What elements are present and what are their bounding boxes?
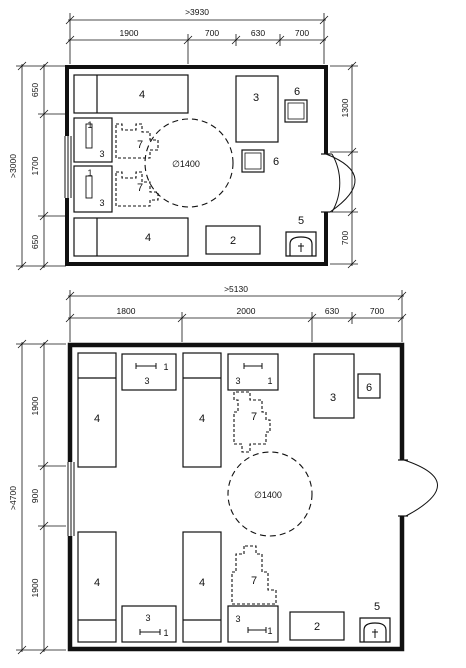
plan1-washbasin — [285, 231, 317, 257]
plan1-height-1: 650 — [30, 83, 40, 97]
plan2-label-nightstand-bl-3: 3 — [145, 613, 150, 623]
plan2-width-1: 1800 — [117, 306, 136, 316]
plan2-label-bed-tl: 4 — [94, 413, 100, 425]
plan1-overall-height: >3000 — [8, 154, 18, 178]
plan1-label-space-b: 7 — [137, 182, 143, 194]
plan2-height-dimensions — [16, 339, 66, 655]
plan1-door-dim-1: 1300 — [340, 98, 350, 117]
plan2-label-nightstand-tl-1: 1 — [163, 362, 168, 372]
plan2-circle-label: ∅1400 — [254, 490, 282, 500]
plan1-space-a — [115, 123, 159, 159]
plan1-bed-bottom — [73, 217, 189, 257]
plan1-circle-label: ∅1400 — [172, 159, 200, 169]
plan2-label-nightstand-bm-1: 1 — [267, 626, 272, 636]
plan1-chair-right — [284, 99, 308, 123]
plan2-label-chair-right: 6 — [366, 382, 372, 394]
plan2-chair-right — [357, 373, 381, 399]
plan2-entry-door — [400, 459, 438, 517]
plan2-bed-tm — [182, 352, 222, 468]
plan1-overall-width: >3930 — [185, 7, 209, 17]
plan2-nightstand-tl — [121, 353, 177, 391]
plan1-turning-circle — [144, 118, 234, 208]
plan2-label-space-bottom: 7 — [251, 575, 257, 587]
plan1-label-space-a: 7 — [137, 139, 143, 151]
plan1-label-nightstand-a-1: 1 — [87, 120, 92, 130]
plan1-entry-door — [324, 153, 356, 213]
plan1-label-table: 3 — [253, 92, 259, 104]
plan1-width-dimensions — [65, 13, 329, 64]
plan2-height-3: 1900 — [30, 578, 40, 597]
plan2-label-nightstand-bm-3: 3 — [235, 614, 240, 624]
plan2-height-2: 900 — [30, 489, 40, 503]
plan2-label-nightstand-tm-3: 3 — [235, 376, 240, 386]
plan2-washbasin — [359, 617, 391, 643]
plan1-label-bed-bottom: 4 — [145, 232, 151, 244]
plan1-chair-lower — [241, 149, 265, 173]
plan2-space-top — [233, 391, 271, 453]
plan1-label-nightstand-b-3: 3 — [99, 198, 104, 208]
plan2-bed-bl — [77, 531, 117, 643]
plan1-door-dim-2: 700 — [340, 231, 350, 245]
plan2-wardrobe — [289, 611, 345, 641]
plan2-label-nightstand-tm-1: 1 — [267, 376, 272, 386]
plan1-bed-top — [73, 74, 189, 114]
plan2-turning-circle — [227, 451, 313, 537]
plan2-label-nightstand-bl-1: 1 — [163, 628, 168, 638]
plan1-label-nightstand-a-3: 3 — [99, 149, 104, 159]
plan1-table — [235, 75, 279, 143]
plan2-table — [313, 353, 355, 419]
plan1-label-wardrobe: 2 — [230, 235, 236, 247]
plan2-nightstand-tm — [227, 353, 279, 391]
plan1-height-3: 650 — [30, 235, 40, 249]
plan-1: >3930 1900 700 630 700 >3000 650 1700 65… — [8, 7, 358, 271]
plan1-nightstand-b — [73, 165, 113, 213]
plan2-space-bottom — [231, 545, 277, 605]
plan2-nightstand-bm — [227, 605, 279, 643]
plan1-height-dimensions — [16, 61, 66, 271]
plan1-height-2: 1700 — [30, 156, 40, 175]
plan2-bed-bm — [182, 531, 222, 643]
plan2-label-wardrobe: 2 — [314, 621, 320, 633]
plan2-label-nightstand-tl-3: 3 — [144, 376, 149, 386]
plan1-space-b — [115, 171, 159, 207]
plan1-label-chair-right: 6 — [294, 86, 300, 98]
plan1-door-dimensions — [330, 61, 358, 269]
plan2-overall-height: >4700 — [8, 486, 18, 510]
plan2-width-2: 2000 — [237, 306, 256, 316]
plan1-width-3: 630 — [251, 28, 265, 38]
plan1-width-1: 1900 — [120, 28, 139, 38]
plan2-width-3: 630 — [325, 306, 339, 316]
plan1-wardrobe — [205, 225, 261, 255]
plan1-label-chair-lower: 6 — [273, 156, 279, 168]
plan1-nightstand-a — [73, 117, 113, 163]
plan2-label-space-top: 7 — [251, 411, 257, 423]
plan2-height-1: 1900 — [30, 396, 40, 415]
plan2-label-table: 3 — [330, 392, 336, 404]
plan2-width-4: 700 — [370, 306, 384, 316]
plan1-walls — [64, 65, 330, 266]
plan1-width-2: 700 — [205, 28, 219, 38]
plan1-label-bed-top: 4 — [139, 89, 145, 101]
plan2-overall-width: >5130 — [224, 284, 248, 294]
plan2-label-bed-tm: 4 — [199, 413, 205, 425]
plan2-walls — [67, 342, 408, 652]
plan2-bed-tl — [77, 352, 117, 468]
plan1-width-4: 700 — [295, 28, 309, 38]
plan2-label-washbasin: 5 — [374, 601, 380, 613]
plan2-width-dimensions — [65, 290, 407, 342]
plan1-label-nightstand-b-1: 1 — [87, 168, 92, 178]
plan-2: >5130 1800 2000 630 700 >4700 1900 900 1… — [8, 284, 438, 655]
plan1-label-washbasin: 5 — [298, 215, 304, 227]
plan2-label-bed-bm: 4 — [199, 577, 205, 589]
plan2-label-bed-bl: 4 — [94, 577, 100, 589]
plan2-nightstand-bl — [121, 605, 177, 643]
